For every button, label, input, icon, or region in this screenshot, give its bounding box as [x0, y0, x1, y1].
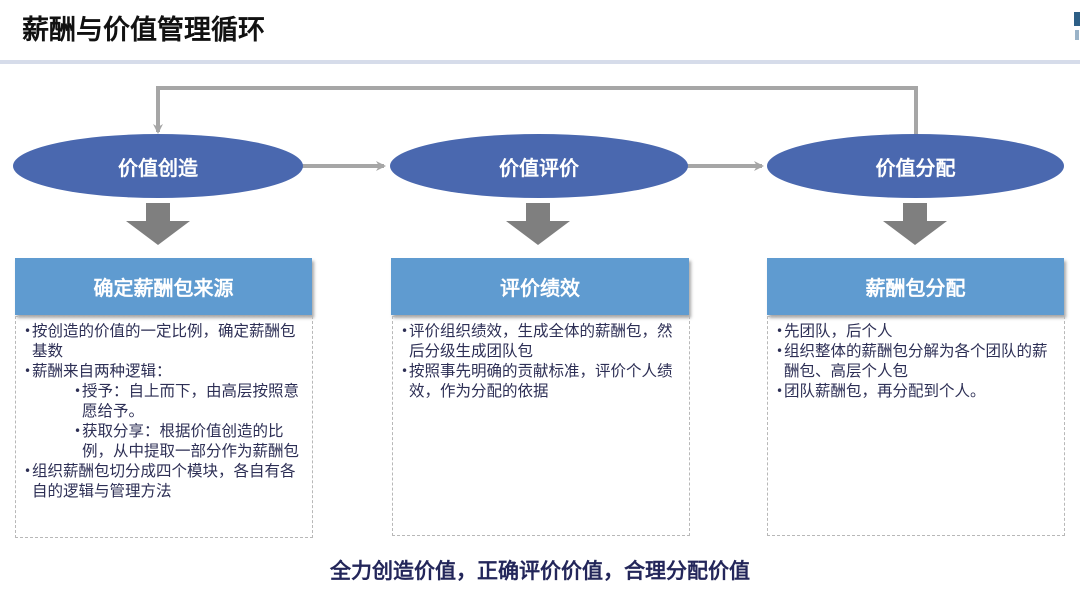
list-item: 组织整体的薪酬包分解为各个团队的薪酬包、高层个人包: [776, 341, 1056, 381]
stage-value-distribution: 价值分配: [767, 134, 1064, 198]
logo-icon: [1074, 12, 1080, 42]
list-item: 薪酬来自两种逻辑：: [24, 361, 304, 381]
list-item: 按创造的价值的一定比例，确定薪酬包基数: [24, 321, 304, 361]
down-arrow-icon: [883, 203, 947, 245]
stage-label: 价值分配: [875, 155, 956, 180]
list-subitem: 获取分享：根据价值创造的比例，从中提取一部分作为薪酬包: [74, 421, 304, 461]
page-title: 薪酬与价值管理循环: [22, 15, 265, 46]
list-item: 评价组织绩效，生成全体的薪酬包，然后分级生成团队包: [401, 321, 681, 361]
list-item: 组织薪酬包切分成四个模块，各自有各自的逻辑与管理方法: [24, 461, 304, 501]
list-subitem: 授予：自上而下，由高层按照意愿给予。: [74, 381, 304, 421]
down-arrow-icon: [506, 203, 570, 245]
list-item: 先团队，后个人: [776, 321, 1056, 341]
feedback-loop-arrow: [153, 86, 918, 135]
down-arrow-icon: [126, 203, 190, 245]
card-heading-salary-source: 确定薪酬包来源: [15, 258, 312, 315]
card-body-performance: 评价组织绩效，生成全体的薪酬包，然后分级生成团队包 按照事先明确的贡献标准，评价…: [392, 316, 690, 536]
list-item: 团队薪酬包，再分配到个人。: [776, 381, 1056, 401]
card-heading-performance: 评价绩效: [391, 258, 689, 315]
card-body-distribution: 先团队，后个人 组织整体的薪酬包分解为各个团队的薪酬包、高层个人包 团队薪酬包，…: [767, 316, 1065, 536]
stage-label: 价值创造: [118, 155, 198, 180]
stage-value-creation: 价值创造: [13, 134, 303, 198]
stage-label: 价值评价: [499, 155, 579, 180]
tagline: 全力创造价值，正确评价价值，合理分配价值: [330, 559, 750, 583]
list-item: 按照事先明确的贡献标准，评价个人绩效，作为分配的依据: [401, 361, 681, 401]
card-heading-distribution: 薪酬包分配: [767, 258, 1064, 315]
title-divider: [0, 60, 1080, 64]
stage-value-evaluation: 价值评价: [390, 134, 688, 198]
card-body-salary-source: 按创造的价值的一定比例，确定薪酬包基数 薪酬来自两种逻辑： 授予：自上而下，由高…: [15, 316, 313, 538]
